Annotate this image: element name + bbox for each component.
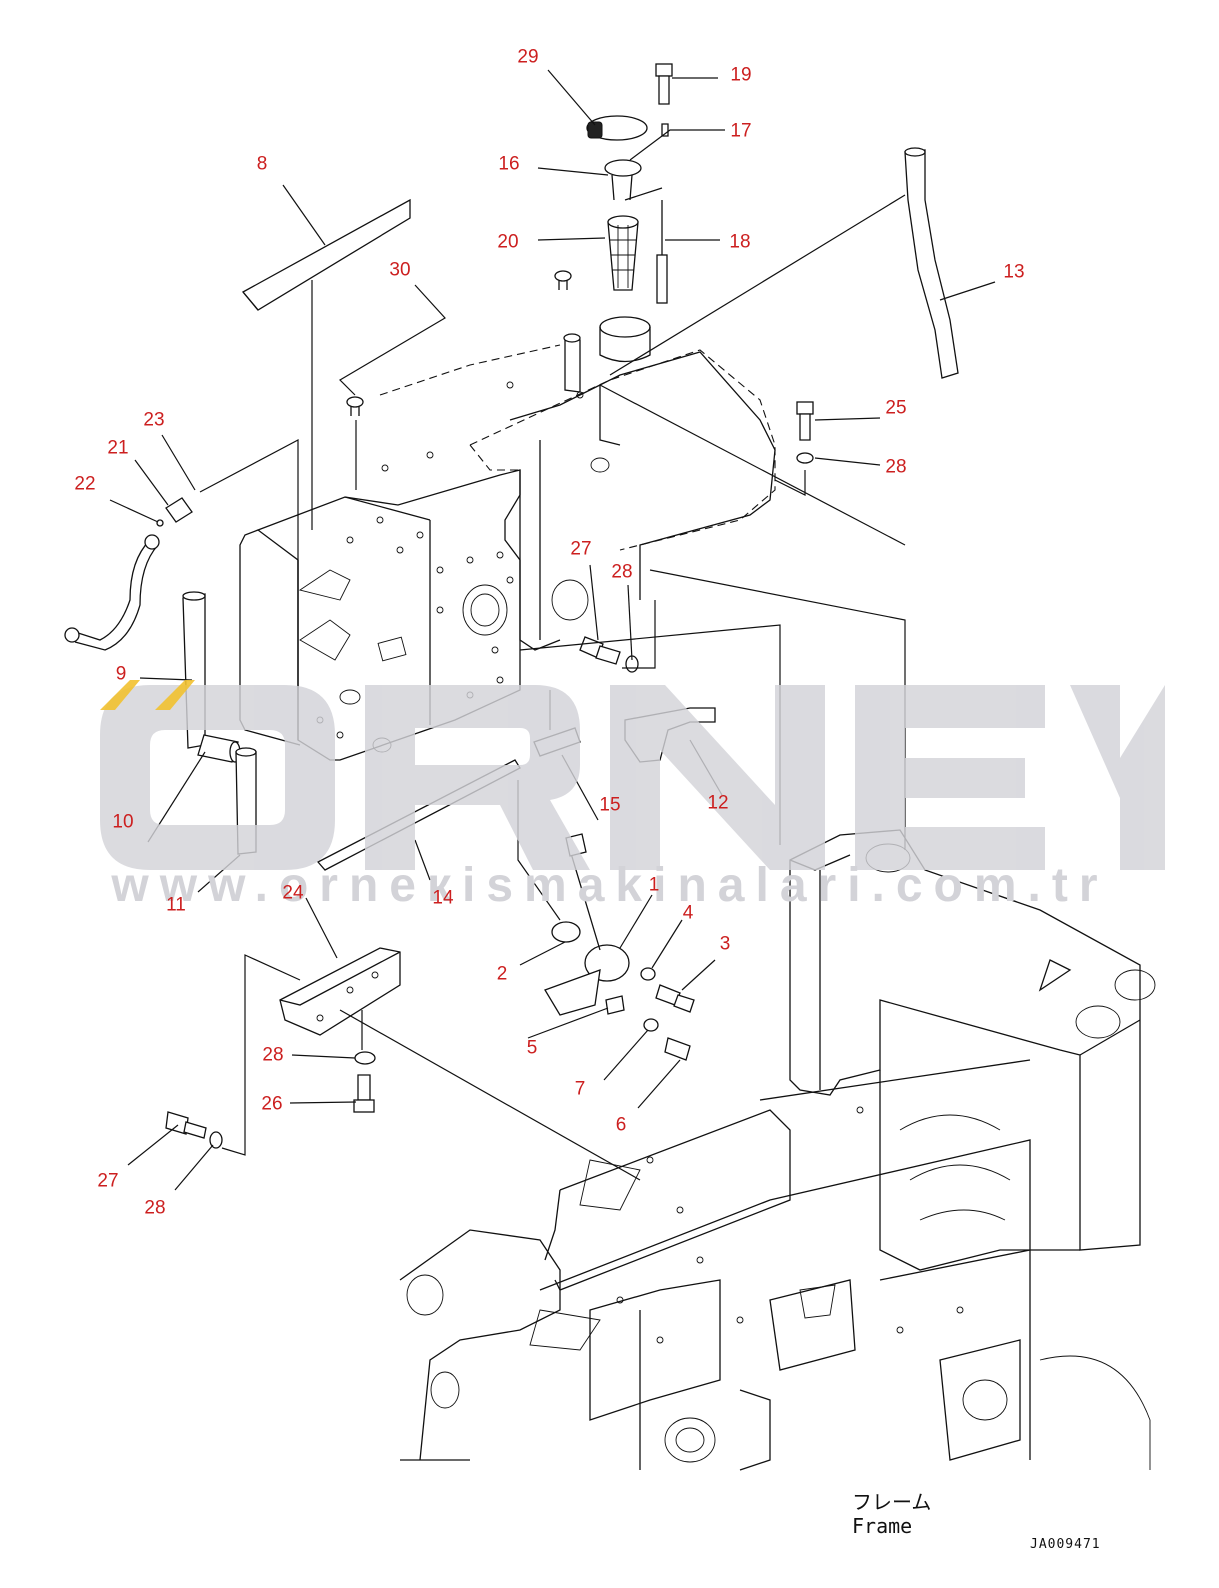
part-label-1: 1: [648, 874, 660, 896]
part-label-16: 16: [498, 153, 520, 175]
part-19-bolt: [655, 63, 673, 105]
ornek-watermark-logo: [100, 680, 1165, 870]
frame-label-japanese: フレーム: [852, 1490, 932, 1514]
part-label-21: 21: [107, 437, 129, 459]
part-1-sender: [544, 833, 630, 1016]
part-25-bolt: [796, 401, 814, 464]
part-label-29: 29: [517, 46, 539, 68]
part-label-27-lower: 27: [97, 1170, 119, 1192]
part-label-13: 13: [1003, 261, 1025, 283]
part-27-bolt-upper: [579, 636, 639, 673]
drawing-number: JA009471: [1030, 1537, 1101, 1552]
part-label-28-bottom: 28: [144, 1197, 166, 1219]
part-30-bolt: [346, 270, 572, 416]
part-21-22-hose: [64, 497, 193, 651]
part-label-27-upper: 27: [570, 538, 592, 560]
part-label-26: 26: [261, 1093, 283, 1115]
part-8-strip: [241, 198, 411, 311]
part-label-23: 23: [143, 409, 165, 431]
part-24-plate: [279, 947, 401, 1036]
part-label-17: 17: [730, 120, 752, 142]
part-18-dipstick: [656, 200, 668, 304]
part-label-28-lower: 28: [262, 1044, 284, 1066]
part-13-tube: [904, 147, 959, 379]
part-16-strainer-top: [604, 159, 642, 201]
part-label-11: 11: [166, 894, 186, 916]
part-label-10: 10: [112, 811, 134, 833]
part-2-gasket: [551, 921, 581, 943]
part-label-5: 5: [526, 1037, 538, 1059]
part-label-19: 19: [730, 64, 752, 86]
part-20-strainer: [607, 215, 639, 291]
part-27-bolt-lower: [165, 1111, 223, 1149]
part-label-7: 7: [574, 1078, 586, 1100]
part-label-25: 25: [885, 397, 907, 419]
part-label-18: 18: [729, 231, 751, 253]
part-label-4: 4: [682, 902, 694, 924]
part-label-9: 9: [115, 663, 127, 685]
part-7-washer: [643, 1018, 659, 1032]
part-label-8: 8: [256, 153, 268, 175]
part-4-washer: [640, 967, 656, 981]
part-label-6: 6: [615, 1114, 627, 1136]
part-label-22: 22: [74, 473, 96, 495]
part-label-12: 12: [707, 792, 729, 814]
part-26-bolt: [353, 1074, 375, 1113]
part-label-30: 30: [389, 259, 411, 281]
frame-label-english: Frame: [852, 1514, 913, 1538]
part-label-28-upper: 28: [611, 561, 633, 583]
frame-label: フレーム Frame: [852, 1490, 931, 1538]
part-label-3: 3: [719, 933, 731, 955]
part-label-20: 20: [497, 231, 519, 253]
machine-frame: [399, 829, 1156, 1471]
ornek-watermark-url: www.orneкismakinalari.com.tr: [111, 859, 1109, 912]
fuel-tank: [239, 316, 776, 761]
part-10-sleeve: [197, 734, 241, 763]
part-29-cap: [586, 115, 648, 141]
part-label-14: 14: [432, 887, 454, 909]
leader-lines: [109, 69, 996, 1191]
part-label-2: 2: [496, 963, 508, 985]
part-3-bolt: [655, 984, 695, 1013]
part-5-clip: [605, 995, 625, 1015]
part-28-washer-lower: [354, 1051, 376, 1065]
part-label-24: 24: [282, 882, 304, 904]
part-label-15: 15: [599, 794, 621, 816]
part-6-bolt: [664, 1037, 691, 1061]
part-label-28-right: 28: [885, 456, 907, 478]
